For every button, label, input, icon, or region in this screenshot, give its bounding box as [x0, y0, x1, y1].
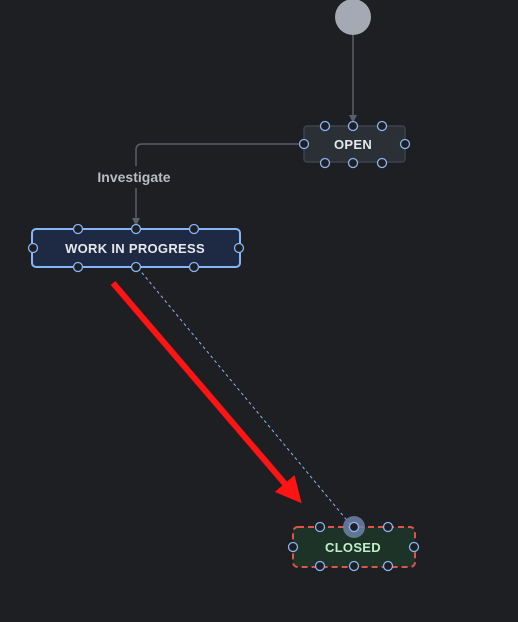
connection-handle[interactable] — [188, 223, 200, 235]
connection-handle[interactable] — [348, 560, 360, 572]
connection-handle[interactable] — [130, 261, 142, 273]
connection-handle[interactable] — [376, 120, 388, 132]
connection-handle[interactable] — [382, 521, 394, 533]
connection-handle[interactable] — [319, 120, 331, 132]
connection-handle[interactable] — [399, 138, 411, 150]
annotation-arrow — [110, 281, 302, 504]
connection-handle[interactable] — [72, 223, 84, 235]
edge-label-investigate: Investigate — [97, 169, 170, 185]
connection-handle[interactable] — [72, 261, 84, 273]
node-open-label: OPEN — [334, 137, 372, 152]
connection-handle[interactable] — [298, 138, 310, 150]
connection-handle[interactable] — [314, 560, 326, 572]
connection-handle[interactable] — [287, 541, 299, 553]
connection-handle[interactable] — [382, 560, 394, 572]
connection-handle[interactable] — [408, 541, 420, 553]
connection-handle[interactable] — [314, 521, 326, 533]
connection-handle[interactable] — [347, 157, 359, 169]
node-work-in-progress[interactable]: WORK IN PROGRESS — [27, 223, 245, 273]
connection-handle[interactable] — [347, 120, 359, 132]
node-work-in-progress-label: WORK IN PROGRESS — [65, 241, 205, 256]
start-node[interactable] — [335, 0, 371, 35]
node-open[interactable]: OPEN — [298, 120, 411, 169]
node-closed[interactable]: CLOSED — [287, 516, 420, 572]
connection-handle[interactable] — [27, 242, 39, 254]
edge-label-background — [90, 166, 180, 188]
connection-handle[interactable] — [376, 157, 388, 169]
connection-handle[interactable] — [188, 261, 200, 273]
pending-connection-line — [137, 267, 351, 525]
node-closed-label: CLOSED — [325, 540, 381, 555]
connection-handle[interactable] — [319, 157, 331, 169]
edge-investigate[interactable] — [132, 143, 304, 226]
active-target-handle-core — [348, 521, 360, 533]
connection-handle[interactable] — [233, 242, 245, 254]
connection-handle[interactable] — [130, 223, 142, 235]
